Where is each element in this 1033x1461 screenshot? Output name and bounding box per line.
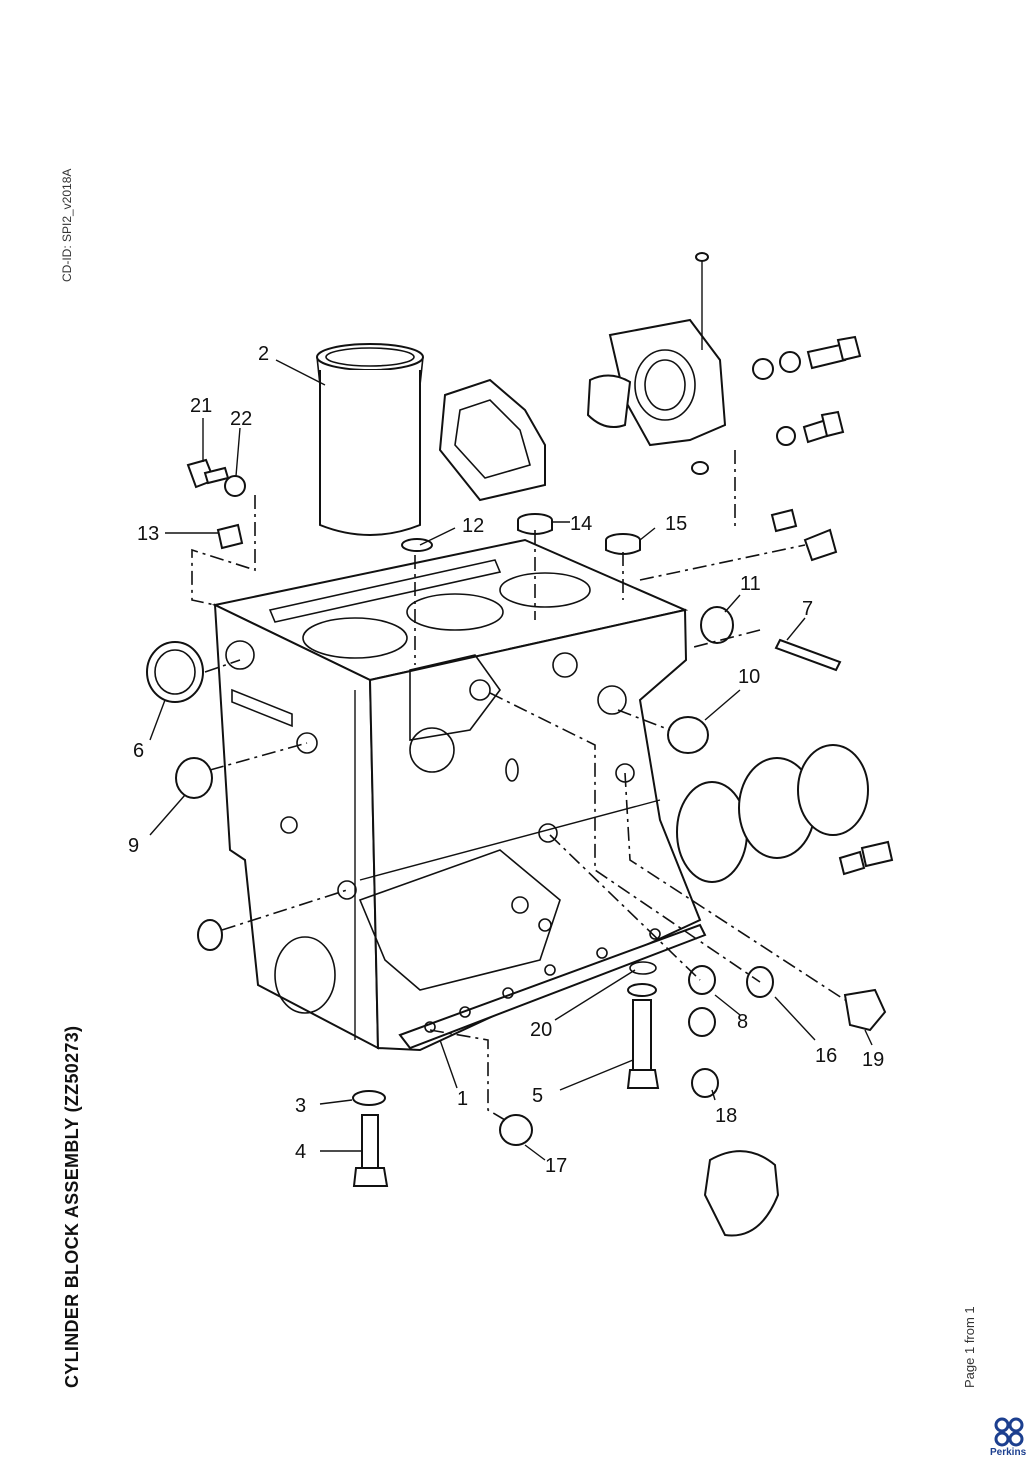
callout-11: 11 [740,573,761,595]
callout-4: 4 [295,1141,306,1163]
callout-5: 5 [532,1085,543,1107]
callout-17: 17 [545,1155,567,1177]
callout-numbers: 1 2 3 4 5 6 7 8 9 10 11 12 13 14 15 16 1… [128,343,884,1177]
callout-18: 18 [715,1105,737,1127]
small-parts [146,458,894,1237]
callout-13: 13 [137,523,159,545]
callout-3: 3 [295,1095,306,1117]
cylinder-liner [316,343,424,536]
callout-8: 8 [737,1011,748,1033]
assembly-dash-lines [191,495,846,1121]
callout-12: 12 [462,515,484,537]
brand-label: Perkins [990,1447,1027,1458]
rear-seal-housing [586,252,862,530]
callout-6: 6 [133,740,144,762]
callout-19: 19 [862,1049,884,1071]
callout-15: 15 [665,513,687,535]
cylinder-block [211,538,707,1052]
callout-1: 1 [457,1088,468,1110]
perkins-logo-icon [994,1417,1024,1447]
callout-14: 14 [570,513,592,535]
callout-22: 22 [230,408,252,430]
callout-2: 2 [258,343,269,365]
callout-10: 10 [738,666,760,688]
leader-lines [149,359,873,1161]
callout-7: 7 [802,598,813,620]
callout-9: 9 [128,835,139,857]
callout-16: 16 [815,1045,837,1067]
gasket [438,378,546,502]
callout-20: 20 [530,1019,552,1041]
callout-21: 21 [190,395,212,417]
